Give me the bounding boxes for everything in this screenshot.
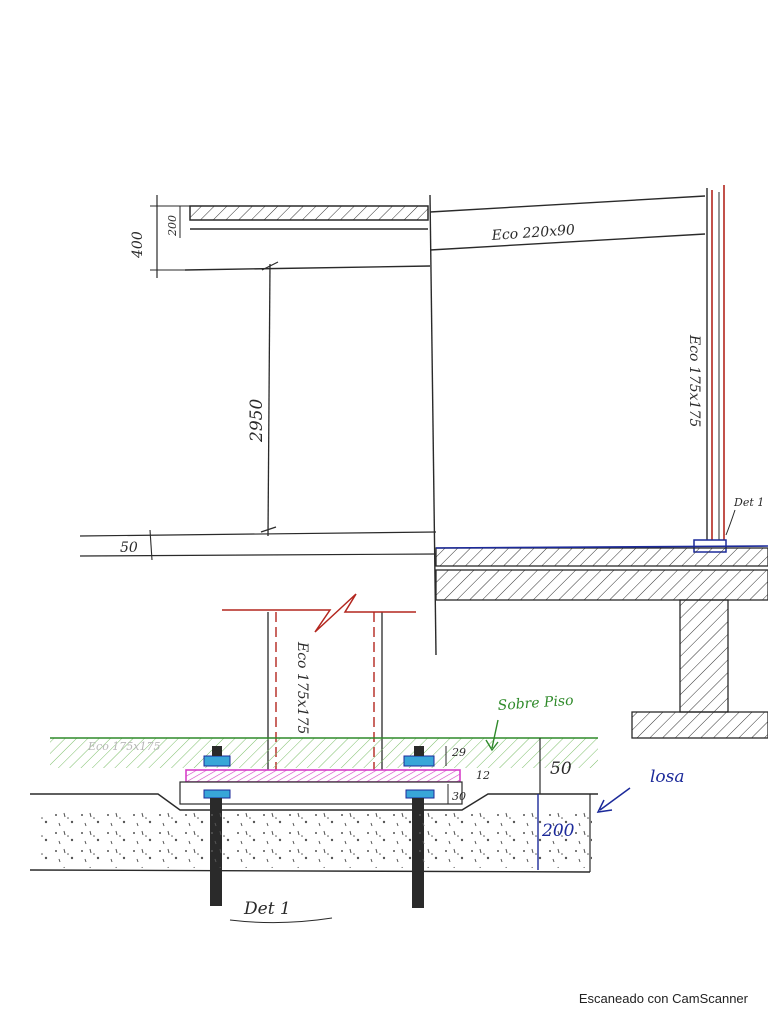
dim-2950-tick-top xyxy=(261,261,279,271)
dim-12-label: 12 xyxy=(476,769,490,782)
dim-50-bottom-line xyxy=(79,553,437,557)
detail-column-break-line xyxy=(222,593,416,633)
floor-slab-lower-hatch xyxy=(435,569,768,601)
dim-2950-label: 2950 xyxy=(247,399,267,443)
foundation-footing xyxy=(631,711,768,739)
concrete-slab-bottom xyxy=(29,869,591,873)
dim-200-label: 200 xyxy=(166,215,179,237)
concrete-slab-fill xyxy=(40,812,592,868)
nut-right-bottom xyxy=(405,789,435,799)
dim-29-label: 29 xyxy=(451,746,466,759)
bolt-head-right xyxy=(414,746,424,756)
nut-right-top xyxy=(403,755,435,767)
dim-50-vertical xyxy=(149,529,153,561)
grout-layer xyxy=(179,781,463,805)
dim-200-slab-label: 200 xyxy=(541,821,575,841)
magenta-base-plate xyxy=(185,769,461,783)
detail-ref-leader xyxy=(725,509,736,536)
nut-left-top xyxy=(203,755,231,767)
floor-slab-upper-hatch xyxy=(435,547,768,567)
scanner-footer: Escaneado con CamScanner xyxy=(578,991,748,1006)
dim-2950-tick-bottom xyxy=(260,526,277,533)
base-plate-detail: Eco 175x175 Sobre Piso 29 12 30 xyxy=(29,593,685,924)
right-column-label: Eco 175x175 xyxy=(686,334,702,427)
beam-top-right xyxy=(429,195,706,213)
detail-title: Det 1 xyxy=(243,899,291,919)
dim-30-label: 30 xyxy=(452,790,466,803)
beam-top-hatch xyxy=(189,205,429,221)
dim-2950-line xyxy=(267,263,271,537)
detail-title-underline xyxy=(229,917,333,924)
detail-ref-top: Det 1 xyxy=(733,496,764,509)
foundation-stem xyxy=(679,599,729,713)
dim-400-label: 400 xyxy=(130,231,146,259)
dim-50-left-label: 50 xyxy=(120,540,138,556)
upper-elevation: Eco 220x90 400 200 2950 50 Eco 175x175 D… xyxy=(79,185,768,739)
sobre-piso-label: Sobre Piso xyxy=(497,693,574,714)
sobre-piso-band xyxy=(50,738,598,768)
dim-50-top-line xyxy=(79,531,437,537)
detail-column-label: Eco 175x175 xyxy=(294,641,310,734)
frame-left-vertical xyxy=(429,194,437,656)
ghost-text: Eco 175x175 xyxy=(87,740,161,753)
losa-label: losa xyxy=(650,767,685,787)
losa-arrow xyxy=(596,787,631,813)
dim-50-right-label: 50 xyxy=(550,759,572,779)
bolt-head-left xyxy=(212,746,222,756)
sobre-piso-arrow xyxy=(485,719,499,752)
concrete-slab-top xyxy=(30,793,598,811)
beam-bottom-right xyxy=(429,233,706,251)
beam-label: Eco 220x90 xyxy=(490,222,575,244)
nut-left-bottom xyxy=(203,789,231,799)
floor-top-blue xyxy=(435,545,768,549)
beam-lower-line xyxy=(184,265,431,271)
